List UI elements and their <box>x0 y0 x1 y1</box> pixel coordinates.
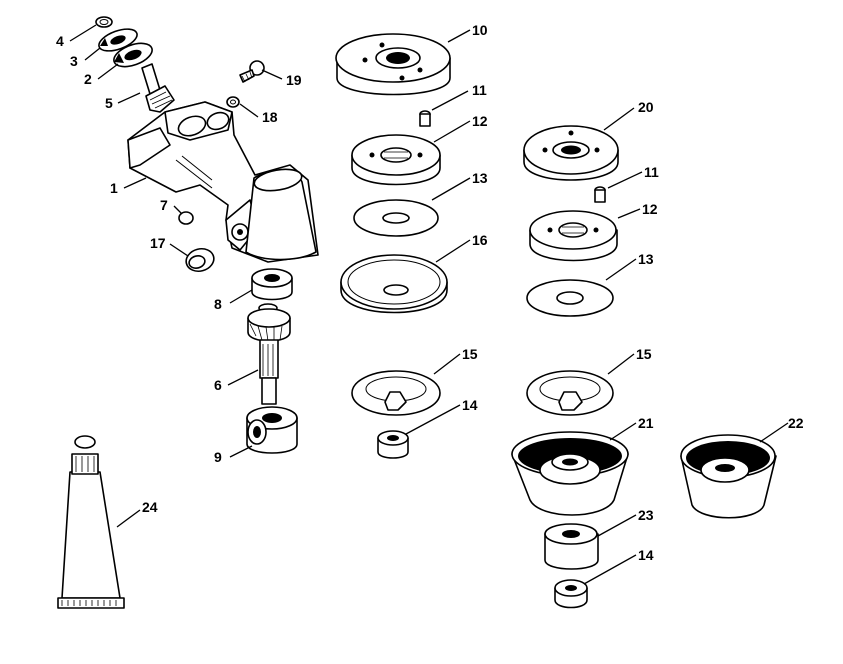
part-15-thrust-plate-right <box>526 370 614 416</box>
part-4-snap-ring <box>95 16 113 28</box>
part-20-thrust-plate <box>523 125 619 181</box>
part-2-bearing <box>113 42 153 68</box>
leader-lines <box>69 24 789 585</box>
part-24-grease-tube <box>57 435 125 609</box>
part-19-screw <box>239 60 265 83</box>
callout-5: 5 <box>105 95 113 111</box>
callout-15-right: 15 <box>636 346 652 362</box>
part-14-nut-middle <box>377 430 409 459</box>
callout-21: 21 <box>638 415 654 431</box>
callout-7: 7 <box>160 197 168 213</box>
part-23-spacer <box>544 523 599 570</box>
part-12-thrust-plate-lower <box>529 210 618 262</box>
part-15-thrust-plate-middle <box>351 370 441 416</box>
part-22-slide-cup <box>680 434 777 519</box>
part-6-bevel-gear-shaft <box>247 303 291 405</box>
callout-6: 6 <box>214 377 222 393</box>
callout-12-upper: 12 <box>472 113 488 129</box>
callout-22: 22 <box>788 415 804 431</box>
part-14-nut-right <box>554 579 588 609</box>
callout-2: 2 <box>84 71 92 87</box>
part-13-washer-lower <box>526 279 614 317</box>
callout-13-upper: 13 <box>472 170 488 186</box>
part-13-washer-upper <box>353 199 439 237</box>
part-11-screw-upper <box>419 110 431 127</box>
part-18-washer <box>226 96 240 108</box>
callout-19: 19 <box>286 72 302 88</box>
part-5-bevel-pinion <box>141 63 175 113</box>
callout-10: 10 <box>472 22 488 38</box>
part-17-screw-plug <box>185 247 215 273</box>
part-12-thrust-plate-upper <box>351 134 441 186</box>
part-3-ring <box>98 28 138 52</box>
callout-4: 4 <box>56 33 64 49</box>
part-11-screw-lower <box>594 186 606 203</box>
callout-23: 23 <box>638 507 654 523</box>
callout-12-lower: 12 <box>642 201 658 217</box>
callout-labels: 1 2 3 4 5 6 7 8 9 10 11 12 13 16 15 14 1… <box>56 22 804 563</box>
callout-14-middle: 14 <box>462 397 478 413</box>
callout-11-upper: 11 <box>472 82 487 98</box>
callout-14-right: 14 <box>638 547 654 563</box>
part-8-ball-bearing <box>251 268 293 301</box>
callout-17: 17 <box>150 235 166 251</box>
callout-8: 8 <box>214 296 222 312</box>
callout-3: 3 <box>70 53 78 69</box>
part-21-slide-cup <box>511 431 629 516</box>
callout-9: 9 <box>214 449 222 465</box>
callout-18: 18 <box>262 109 278 125</box>
part-7-plug <box>178 211 194 225</box>
callout-13-lower: 13 <box>638 251 654 267</box>
part-9-ball-bearing <box>246 406 298 454</box>
callout-20: 20 <box>638 99 654 115</box>
part-16-large-disk <box>340 254 448 314</box>
callout-11-lower: 11 <box>644 164 659 180</box>
callout-16: 16 <box>472 232 488 248</box>
part-1-gear-housing <box>127 101 319 263</box>
callout-1: 1 <box>110 180 118 196</box>
callout-24: 24 <box>142 499 158 515</box>
callout-15-middle: 15 <box>462 346 478 362</box>
part-10-thrust-plate <box>335 33 451 96</box>
